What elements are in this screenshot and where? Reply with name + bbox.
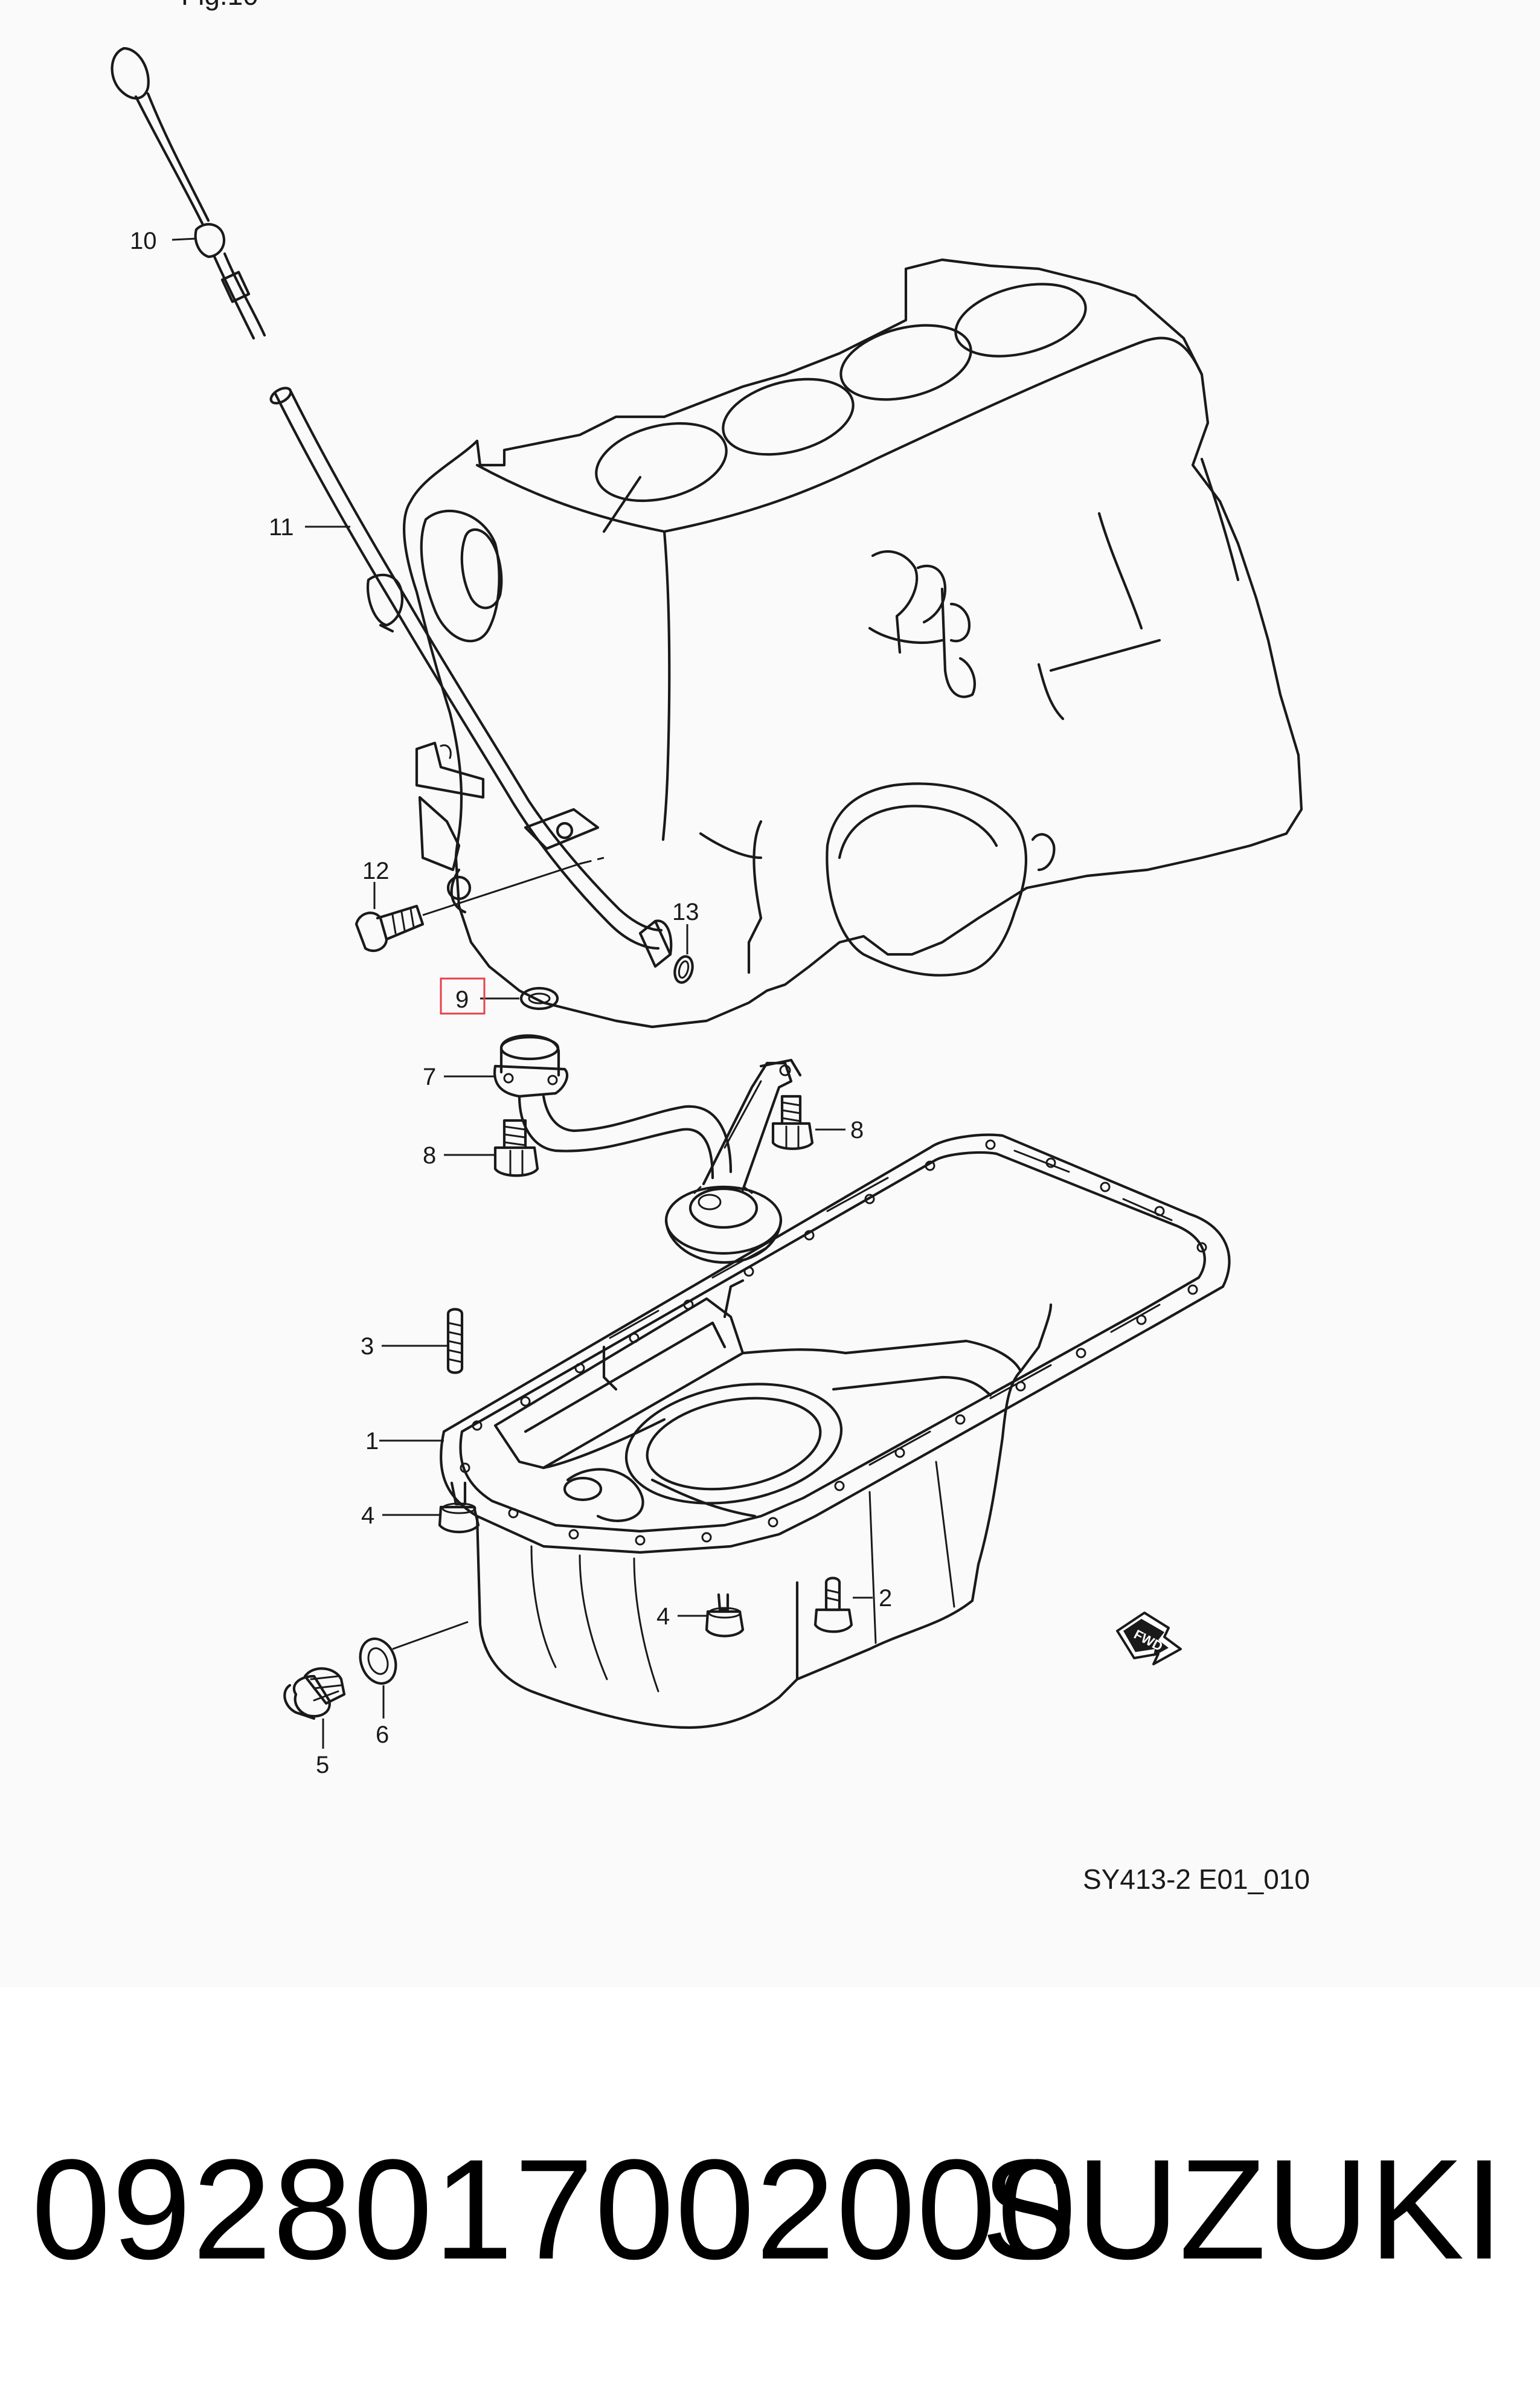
oil-pan <box>440 1133 1231 1729</box>
footer: 0928017002000 SUZUKI <box>0 1987 1540 2392</box>
callout-8-left: 8 <box>423 1142 436 1169</box>
callout-3: 3 <box>361 1333 374 1360</box>
engine-block <box>403 258 1303 1029</box>
callout-12: 12 <box>362 858 390 884</box>
washer-6 <box>359 1621 469 1685</box>
callout-5: 5 <box>316 1752 329 1778</box>
bolt-12 <box>355 857 605 953</box>
callout-2: 2 <box>879 1585 892 1612</box>
callout-7: 7 <box>423 1064 436 1090</box>
oil-strainer <box>493 1034 802 1264</box>
dipstick-guide-tube <box>269 387 673 968</box>
part-number: 0928017002000 <box>31 2130 1078 2289</box>
callout-10: 10 <box>130 228 157 254</box>
callout-9-highlight <box>440 977 486 1015</box>
nut-4-left <box>438 1481 480 1534</box>
nut-4-right <box>705 1593 745 1638</box>
exploded-parts-diagram: Fig.10 <box>111 0 1310 1895</box>
callout-11: 11 <box>269 514 294 541</box>
fwd-arrow-icon: FWD <box>1116 1612 1182 1665</box>
bolt-8-right <box>771 1095 814 1150</box>
callout-1: 1 <box>365 1428 379 1455</box>
drain-plug-5 <box>283 1667 346 1720</box>
dipstick <box>111 47 266 340</box>
leader-lines <box>172 237 873 1749</box>
parts-diagram-panel: Fig.10 <box>111 0 1310 1895</box>
gasket-9 <box>519 986 559 1011</box>
brand-name: SUZUKI <box>981 2130 1504 2289</box>
callout-numbers: 10 11 12 13 9 7 8 8 3 1 4 4 2 5 6 <box>130 228 892 1778</box>
callout-4-right: 4 <box>656 1603 670 1630</box>
stud-2 <box>813 1577 853 1633</box>
diagram-reference-code: SY413-2 E01_010 <box>1083 1863 1310 1895</box>
callout-4-left: 4 <box>361 1502 374 1529</box>
callout-9: 9 <box>455 986 469 1013</box>
stud-3 <box>446 1308 464 1374</box>
callout-13: 13 <box>672 899 699 925</box>
bolt-8-left <box>493 1119 539 1177</box>
figure-caption: Fig.10 <box>181 0 258 11</box>
callout-8-right: 8 <box>850 1117 864 1143</box>
o-ring-13 <box>673 955 694 984</box>
callout-6: 6 <box>376 1722 389 1748</box>
